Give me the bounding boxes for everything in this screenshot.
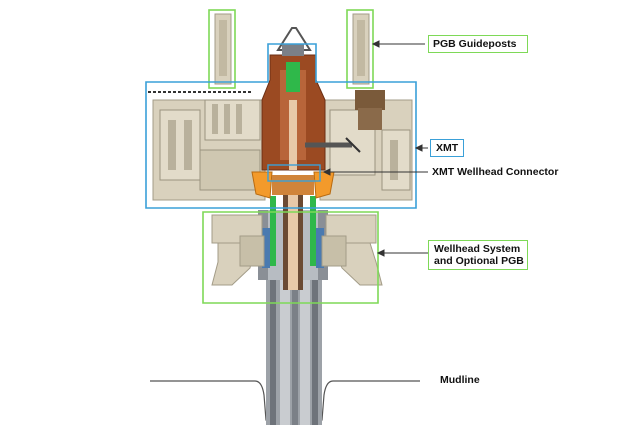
wellhead-connector-part	[251, 171, 335, 199]
pgb-frame	[211, 214, 383, 286]
wellhead-system-text-line2: and Optional PGB	[434, 255, 524, 267]
connector-outline	[267, 164, 321, 182]
mudline-text: Mudline	[440, 374, 480, 386]
leader-lines	[322, 40, 428, 257]
guideposts	[214, 13, 370, 85]
wellhead-system-outline	[202, 211, 379, 304]
guidepost-outline-left	[208, 9, 236, 89]
mudline-label: Mudline	[440, 374, 480, 386]
xmt-outline	[145, 43, 417, 209]
guidepost-outline-right	[346, 9, 374, 89]
xmt-central-block	[261, 27, 361, 171]
wellhead-system-label: Wellhead System and Optional PGB	[428, 240, 528, 270]
xmt-body	[148, 90, 413, 201]
pgb-guideposts-label: PGB Guideposts	[428, 35, 528, 53]
xmt-text: XMT	[436, 142, 459, 154]
casing-string	[266, 280, 322, 425]
wellhead-system-text-line1: Wellhead System	[434, 243, 521, 255]
pgb-guideposts-text: PGB Guideposts	[433, 38, 517, 50]
xmt-wellhead-connector-text: XMT Wellhead Connector	[432, 166, 559, 178]
xmt-label: XMT	[430, 139, 464, 157]
wellhead-body	[258, 190, 328, 290]
xmt-wellhead-connector-label: XMT Wellhead Connector	[432, 166, 558, 178]
